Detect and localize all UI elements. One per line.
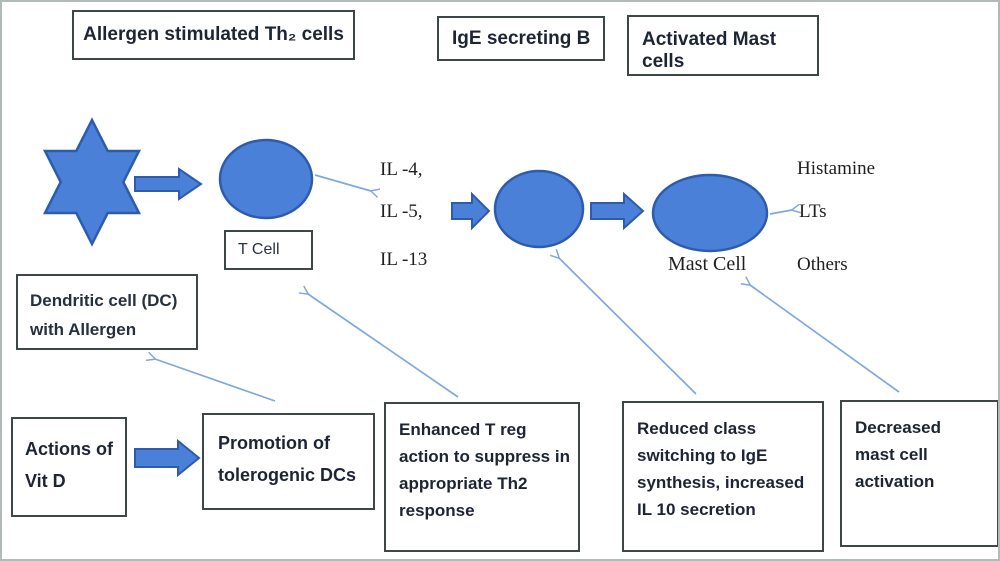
reduced-class-switching-box: Reduced class switching to IgE synthesis… bbox=[622, 401, 824, 552]
block-arrow-vitd-to-promotion bbox=[134, 438, 201, 478]
t-cell-label: T Cell bbox=[238, 241, 280, 258]
block-arrow-cytokines-to-bcell bbox=[451, 191, 491, 231]
promotion-line-2: tolerogenic DCs bbox=[218, 465, 357, 485]
decreased-mast-line-3: activation bbox=[855, 472, 935, 491]
mediator-others-label: Others bbox=[797, 254, 848, 275]
reduced-class-line-1: Reduced class bbox=[637, 419, 757, 438]
arrow-decreased-to-mastcell bbox=[740, 276, 900, 393]
enhanced-treg-line-2: action to suppress in bbox=[399, 447, 570, 466]
cytokine-il4-label: IL -4, bbox=[380, 159, 423, 180]
activated-mast-cells-header-label: Activated Mast cells bbox=[642, 29, 777, 72]
actions-of-vitd-box: Actions of Vit D bbox=[11, 417, 127, 517]
arrow-treg-to-tcell bbox=[298, 285, 459, 398]
b-cell-ellipse bbox=[493, 169, 585, 249]
dendritic-cell-box: Dendritic cell (DC) with Allergen bbox=[16, 274, 198, 350]
promotion-line-1: Promotion of bbox=[218, 433, 330, 453]
decreased-mast-activation-box: Decreased mast cell activation bbox=[840, 400, 998, 547]
decreased-mast-line-2: mast cell bbox=[855, 445, 928, 464]
allergen-th2-header-label: Allergen stimulated Th₂ cells bbox=[83, 24, 344, 45]
mediator-lts-label: LTs bbox=[799, 201, 827, 222]
enhanced-treg-line-3: appropriate Th2 bbox=[399, 474, 528, 493]
dendritic-cell-line-1: Dendritic cell (DC) bbox=[30, 291, 178, 310]
cytokine-il13-label: IL -13 bbox=[380, 249, 428, 270]
t-cell-label-box: T Cell bbox=[224, 230, 313, 270]
mast-cell-label: Mast Cell bbox=[668, 253, 747, 275]
reduced-class-line-4: IL 10 secretion bbox=[637, 500, 756, 519]
activated-mast-cells-header-box: Activated Mast cells bbox=[627, 15, 819, 76]
block-arrow-star-to-tcell bbox=[134, 167, 203, 201]
mediator-histamine-label: Histamine bbox=[797, 158, 876, 179]
actions-of-vitd-line-2: Vit D bbox=[25, 471, 66, 491]
reduced-class-line-3: synthesis, increased bbox=[637, 473, 805, 492]
ige-secreting-b-header-box: IgE secreting B bbox=[437, 16, 605, 61]
dendritic-cell-line-2: with Allergen bbox=[30, 320, 137, 339]
arrow-mastcell-to-mediators bbox=[769, 203, 801, 215]
arrow-tcell-to-cytokines bbox=[314, 174, 381, 198]
enhanced-treg-box: Enhanced T reg action to suppress in app… bbox=[384, 402, 580, 552]
ige-secreting-b-header-label: IgE secreting B bbox=[452, 27, 591, 49]
block-arrow-bcell-to-mastcell bbox=[590, 191, 645, 231]
arrow-promotion-to-dendritic bbox=[145, 351, 276, 402]
cytokine-il5-label: IL -5, bbox=[380, 201, 423, 222]
decreased-mast-line-1: Decreased bbox=[855, 418, 942, 437]
arrow-reduced-to-bcell bbox=[549, 248, 697, 395]
dendritic-cell-star-shape bbox=[42, 117, 142, 247]
actions-of-vitd-line-1: Actions of bbox=[25, 439, 113, 459]
reduced-class-line-2: switching to IgE bbox=[637, 446, 768, 465]
mast-cell-ellipse bbox=[651, 173, 769, 253]
allergen-th2-header-box: Allergen stimulated Th₂ cells bbox=[72, 10, 355, 60]
enhanced-treg-line-1: Enhanced T reg bbox=[399, 420, 527, 439]
enhanced-treg-line-4: response bbox=[399, 501, 475, 520]
promotion-tolerogenic-dcs-box: Promotion of tolerogenic DCs bbox=[202, 413, 375, 510]
t-cell-ellipse bbox=[218, 138, 314, 220]
